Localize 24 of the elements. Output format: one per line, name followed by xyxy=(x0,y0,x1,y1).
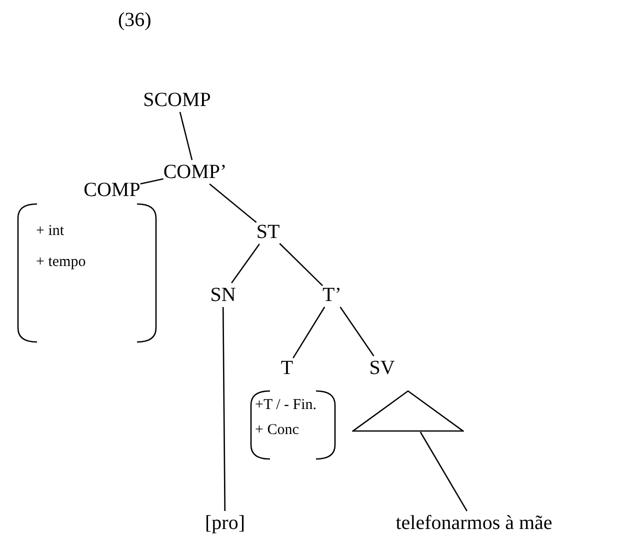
category-label: COMP’ xyxy=(163,160,227,184)
tree-branch xyxy=(231,244,260,284)
tree-branch xyxy=(279,243,324,286)
category-label: ST xyxy=(256,220,280,244)
tree-branch xyxy=(292,306,326,358)
example-number: (36) xyxy=(118,8,152,32)
category-label: SN xyxy=(210,283,236,307)
tree-branch xyxy=(340,306,374,356)
tree-branch xyxy=(420,432,468,512)
feature-text: +T / - Fin. xyxy=(255,396,317,414)
category-label: SV xyxy=(369,356,395,380)
tree-branch xyxy=(222,307,226,511)
category-label: SCOMP xyxy=(143,88,211,112)
category-label: T’ xyxy=(322,283,342,307)
feature-text: + Conc xyxy=(255,421,299,439)
tree-branch xyxy=(140,178,164,184)
category-label: COMP xyxy=(84,178,140,202)
feature-text: + tempo xyxy=(36,253,86,271)
category-label: T xyxy=(280,356,294,380)
tree-branch xyxy=(179,112,193,160)
feature-text: + int xyxy=(36,222,64,240)
tree-branch xyxy=(209,184,257,223)
category-label: telefonarmos à mãe xyxy=(396,511,552,535)
category-label: [pro] xyxy=(205,511,245,535)
